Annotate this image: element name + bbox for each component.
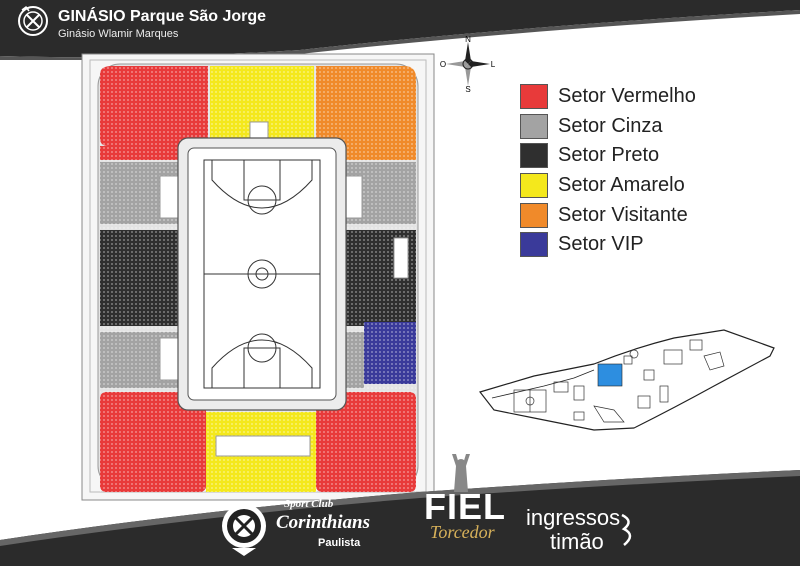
compass-rose-icon: N S L O xyxy=(440,36,496,92)
corinthians-logo: Sport Club Corinthians Paulista xyxy=(214,496,404,558)
logo-text-torcedor: Torcedor xyxy=(430,522,495,542)
ingressos-timao-logo: ingressos timão xyxy=(526,505,646,555)
legend-swatch xyxy=(520,113,548,139)
legend-item-preto: Setor Preto xyxy=(520,141,696,171)
compass-n-label: N xyxy=(465,36,471,44)
legend-swatch xyxy=(520,143,548,169)
logo-text-ingressos: ingressos xyxy=(526,505,621,530)
logo-text-fiel: FIEL xyxy=(424,486,506,527)
legend-swatch xyxy=(520,202,548,228)
logo-text-sport-club: Sport Club xyxy=(284,498,334,510)
compass-l-label: L xyxy=(491,60,496,69)
page-subtitle: Ginásio Wlamir Marques xyxy=(58,28,179,40)
legend-item-vip: Setor VIP xyxy=(520,230,696,260)
gym-location-marker xyxy=(597,363,623,387)
legend-swatch xyxy=(520,232,548,258)
stadium-seating-map xyxy=(81,53,435,501)
fan-silhouette-icon xyxy=(452,454,470,492)
legend-swatch xyxy=(520,173,548,199)
legend-label: Setor Cinza xyxy=(558,114,663,137)
legend-item-cinza: Setor Cinza xyxy=(520,112,696,142)
corinthians-crest-icon xyxy=(18,5,48,36)
site-location-minimap xyxy=(478,329,775,431)
logo-text-corinthians: Corinthians xyxy=(276,512,370,533)
legend-label: Setor Vermelho xyxy=(558,85,696,108)
header-band xyxy=(0,0,800,60)
compass-o-label: O xyxy=(440,60,446,69)
page-title: GINÁSIO Parque São Jorge xyxy=(58,8,267,25)
fiel-torcedor-logo: FIEL Torcedor xyxy=(420,452,520,552)
footer-band xyxy=(0,470,800,566)
logo-text-paulista: Paulista xyxy=(318,537,361,549)
legend-label: Setor Amarelo xyxy=(558,174,685,197)
corinthians-crest-icon xyxy=(221,500,266,556)
legend-label: Setor Preto xyxy=(558,144,660,167)
logo-text-timao: timão xyxy=(550,529,604,554)
legend-item-vermelho: Setor Vermelho xyxy=(520,82,696,112)
compass-s-label: S xyxy=(465,85,470,92)
legend-swatch xyxy=(520,84,548,110)
ticket-icon xyxy=(621,513,632,546)
legend-label: Setor VIP xyxy=(558,233,644,256)
legend-item-amarelo: Setor Amarelo xyxy=(520,171,696,201)
legend-item-visitante: Setor Visitante xyxy=(520,200,696,230)
legend-label: Setor Visitante xyxy=(558,203,688,226)
sector-legend: Setor Vermelho Setor Cinza Setor Preto S… xyxy=(520,82,696,260)
